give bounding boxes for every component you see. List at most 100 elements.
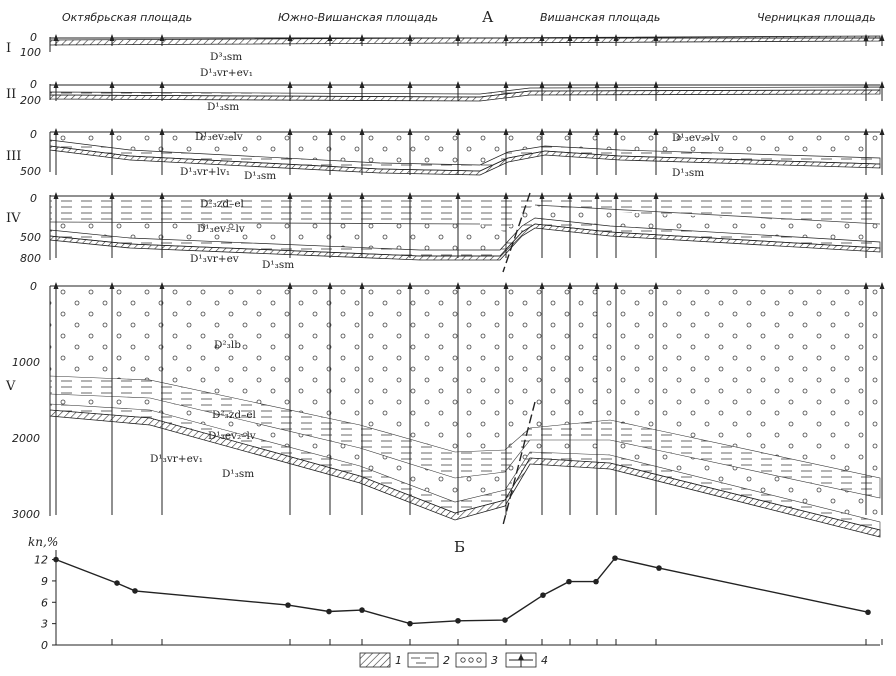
well-symbol-icon: [109, 192, 115, 199]
well-group: [53, 34, 885, 46]
depth-tick-label: 0: [30, 280, 37, 293]
layer-label: D¹₃sm: [262, 259, 294, 271]
well-symbol-icon: [594, 282, 600, 289]
chart-y-tick-label: 0: [41, 639, 48, 652]
legend-label: 4: [541, 654, 548, 667]
well-symbol-icon: [653, 192, 659, 199]
well-symbol-icon: [327, 128, 333, 135]
legend-circle: [476, 657, 482, 663]
legend-swatch-dashed: [407, 652, 439, 668]
well-symbol-icon: [613, 81, 619, 88]
chart-point: [566, 578, 572, 585]
well-symbol-icon: [863, 81, 869, 88]
chart-series-line: [55, 557, 869, 625]
well-symbol-icon: [53, 81, 59, 88]
well-symbol-icon: [407, 128, 413, 135]
section-ii: II 0 200 D¹₃vr+ev₁ D¹₃sm: [6, 67, 885, 113]
depth-tick-label: 0: [30, 128, 37, 141]
well-symbol-icon: [594, 192, 600, 199]
well-symbol-icon: [327, 192, 333, 199]
well-symbol-icon: [567, 128, 573, 135]
legend: 1 2 3 4: [359, 652, 548, 668]
chart-y-tick-label: 6: [41, 596, 48, 609]
well-symbol-icon: [539, 81, 545, 88]
well-symbol-icon: [879, 192, 885, 199]
well-symbol-icon: [109, 81, 115, 88]
layer-label: D¹₃ev₂–lv: [195, 131, 243, 143]
well-symbol-icon: [109, 282, 115, 289]
section-i: I 0 100 D³₃sm: [6, 31, 885, 63]
well-symbol-icon: [455, 34, 461, 41]
well-symbol-icon: [109, 128, 115, 135]
well-symbol-icon: [613, 282, 619, 289]
layer-label: D¹₃vr+ev: [190, 253, 239, 265]
chart-point: [502, 617, 508, 623]
layer-label: D¹₃vr+ev₁: [200, 67, 253, 79]
well-symbol-icon: [594, 128, 600, 135]
contact-line: [534, 204, 881, 225]
unit-lb-circles: [50, 286, 880, 478]
fault-line: [502, 192, 531, 273]
layer-label: D²₃lb: [214, 339, 241, 351]
layer-label: D¹₃vr+ev₁: [150, 453, 203, 465]
unit-sm-hatched: [49, 35, 881, 46]
well-symbol-icon: [407, 34, 413, 41]
section-roman-numeral: III: [6, 149, 21, 164]
well-symbol-icon: [567, 34, 573, 41]
well-symbol-icon: [287, 128, 293, 135]
well-symbol-icon: [567, 192, 573, 199]
well-symbol-icon: [653, 282, 659, 289]
well-symbol-icon: [518, 654, 524, 660]
chart-point: [53, 556, 59, 563]
chart-point: [593, 578, 599, 585]
depth-tick-label: 0: [30, 31, 37, 44]
well-symbol-icon: [407, 282, 413, 289]
chart-point: [132, 588, 138, 594]
unit-ev-lv-circles: [50, 394, 880, 522]
well-symbol-icon: [287, 81, 293, 88]
well-symbol-icon: [539, 192, 545, 199]
well-symbol-icon: [863, 34, 869, 41]
layer-label: D¹₃sm: [244, 170, 276, 182]
well-symbol-icon: [539, 34, 545, 41]
well-symbol-icon: [567, 81, 573, 88]
legend-label: 2: [443, 654, 450, 667]
well-symbol-icon: [327, 282, 333, 289]
area-title-vishanskaya: Вишанская площадь: [540, 11, 660, 24]
area-title-oktyabrskaya: Октябрьская площадь: [62, 11, 192, 24]
chart-point: [865, 609, 871, 616]
well-symbol-icon: [613, 192, 619, 199]
well-symbol-icon: [503, 34, 509, 41]
well-symbol-icon: [539, 282, 545, 289]
well-symbol-icon: [613, 34, 619, 41]
section-roman-numeral: IV: [6, 211, 21, 226]
well-symbol-icon: [594, 34, 600, 41]
well-symbol-icon: [359, 128, 365, 135]
well-symbol-icon: [653, 34, 659, 41]
panel-b-letter: Б: [454, 538, 465, 556]
well-group: [53, 192, 885, 258]
well-symbol-icon: [407, 192, 413, 199]
well-symbol-icon: [109, 34, 115, 41]
layer-label: D¹₃ev₂–lv: [208, 430, 256, 442]
well-symbol-icon: [359, 282, 365, 289]
area-title-chernitskaya: Черницкая площадь: [757, 11, 876, 24]
well-symbol-icon: [455, 128, 461, 135]
well-symbol-icon: [53, 34, 59, 41]
depth-tick-label: 2000: [12, 432, 40, 445]
legend-label: 3: [491, 654, 498, 667]
well-symbol-icon: [287, 34, 293, 41]
chart-y-tick-label: 9: [41, 575, 48, 588]
well-symbol-icon: [879, 34, 885, 41]
unit-sm-hatched: [49, 89, 881, 102]
well-symbol-icon: [53, 192, 59, 199]
chart-point: [612, 555, 618, 561]
legend-circle: [468, 657, 474, 663]
chart-point: [455, 617, 461, 624]
chart-point: [285, 602, 291, 608]
layer-label: D¹₃ev₂–lv: [197, 223, 245, 235]
well-symbol-icon: [653, 81, 659, 88]
well-symbol-icon: [863, 282, 869, 289]
